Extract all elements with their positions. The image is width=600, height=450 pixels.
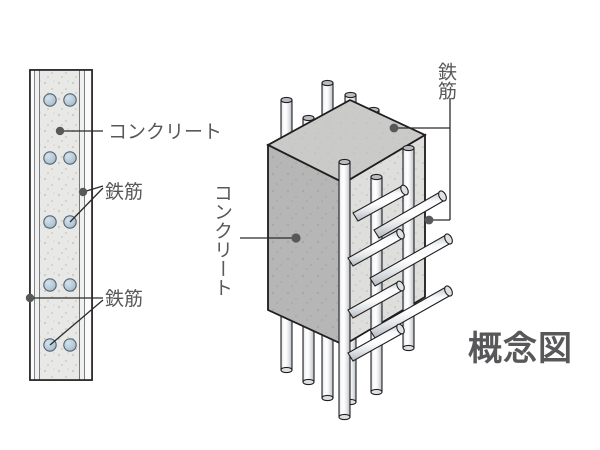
callout-wall-concrete-dot (55, 126, 65, 136)
callout-wall-rebar-upper-dot (78, 187, 88, 197)
wall-finish-left-inner (35, 70, 40, 380)
horizontal-rebar (347, 280, 405, 319)
reinforced-concrete-column: コンクリート 鉄筋 (211, 62, 457, 421)
wall-finish-left-outer (30, 70, 35, 380)
callout-column-rebar (389, 98, 451, 225)
callout-wall-rebar-lower (25, 293, 104, 346)
label-wall-rebar-upper: 鉄筋 (105, 181, 143, 203)
callout-column-concrete-dot (291, 233, 301, 243)
callout-column-rebar-dot-horizontal (424, 215, 434, 225)
label-wall-rebar-lower: 鉄筋 (105, 288, 143, 310)
callout-column-concrete (240, 233, 301, 243)
wall-finish-right-outer (85, 70, 92, 380)
horizontal-rebar (373, 190, 447, 239)
label-column-rebar: 鉄筋 (435, 62, 457, 100)
wall-rebar-circle (43, 151, 57, 165)
callout-wall-rebar-upper (69, 185, 104, 223)
callout-wall-rebar-upper-branch-b (69, 187, 104, 223)
horizontal-rebar (352, 184, 409, 222)
horizontal-rebar (347, 228, 405, 267)
wall-rebar-circle (63, 93, 77, 107)
wall-rebar-circle (43, 93, 57, 107)
column-front-face-texture (268, 145, 344, 345)
column-top-face-texture (268, 100, 425, 183)
callout-wall-rebar-lower-dot (25, 293, 35, 303)
wall-rebar-circle (63, 278, 77, 292)
horizontal-rebar (369, 285, 453, 339)
wall-rebar-circle (43, 278, 57, 292)
wall-outer-stroke (29, 69, 93, 381)
wall-rebar-circle (63, 151, 77, 165)
wall-finish-right-inner (80, 70, 85, 380)
callout-column-rebar-dot-vertical (389, 123, 399, 133)
wall-rebar-circle (63, 338, 77, 352)
horizontal-rebar (369, 233, 453, 287)
wall-cross-section: コンクリート 鉄筋 鉄筋 (25, 69, 222, 381)
wall-rebar-circle (43, 215, 57, 229)
column-horizontal-bars (347, 184, 453, 362)
label-wall-concrete: コンクリート (108, 121, 222, 143)
label-column-concrete: コンクリート (211, 183, 233, 297)
vertical-rebar-front (402, 144, 415, 352)
callout-wall-rebar-lower-branch (49, 299, 104, 346)
callout-wall-concrete (55, 126, 103, 136)
figure-caption: 概念図 (468, 329, 573, 369)
horizontal-rebar (347, 323, 405, 362)
vertical-rebar-front (338, 158, 351, 421)
